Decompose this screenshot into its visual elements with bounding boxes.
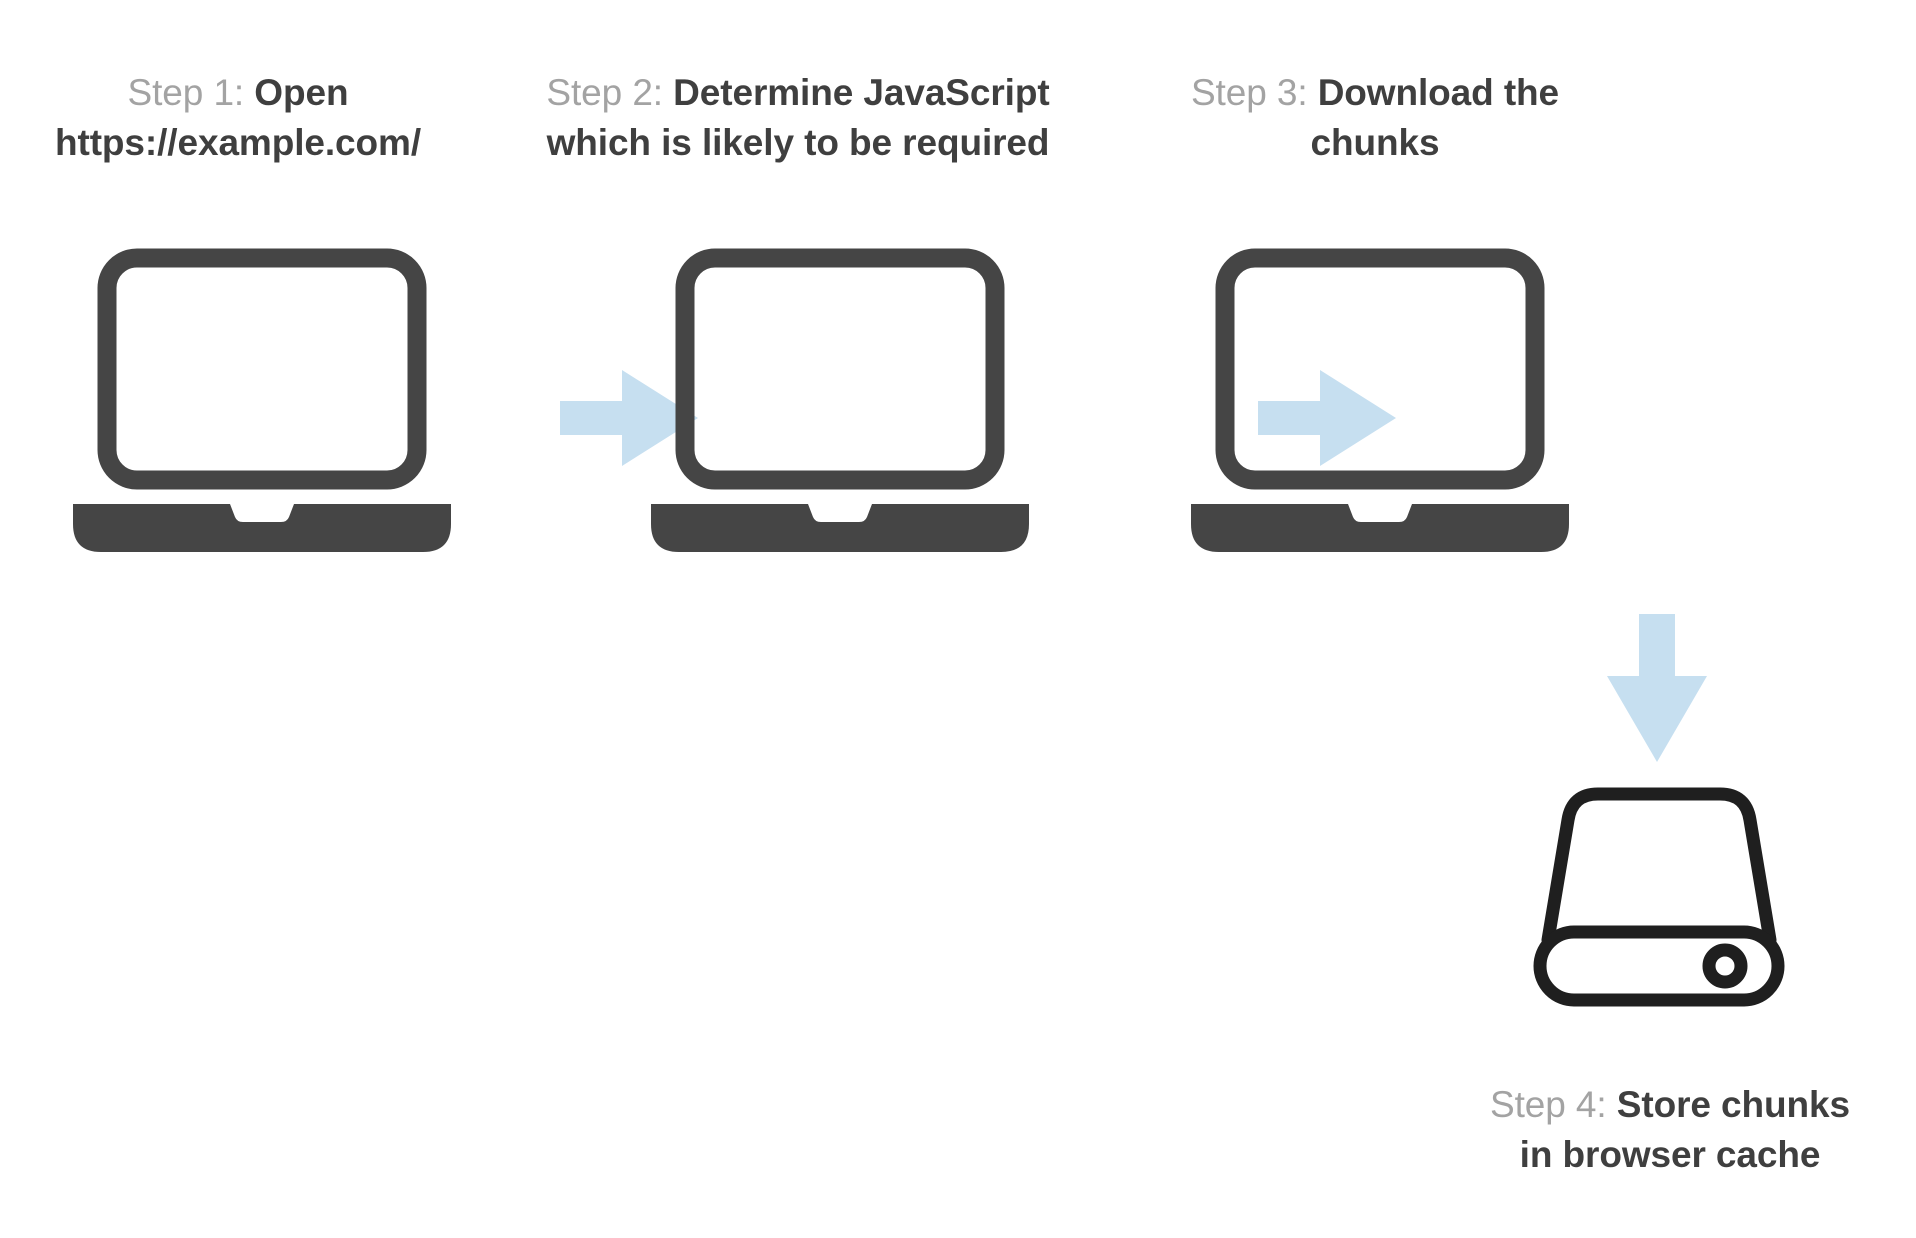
step-3-title-line-1: Download the	[1317, 72, 1560, 113]
step-4-caption: Step 4: Store chunks in browser cache	[1450, 1080, 1890, 1179]
connector-3-4-arrow-down-icon	[1605, 614, 1709, 764]
step-2-title-line-2: which is likely to be required	[546, 121, 1050, 163]
step-3-laptop-icon	[1188, 248, 1608, 572]
step-2-caption: Step 2: Determine JavaScript which is li…	[538, 68, 1058, 167]
step-1-caption: Step 1: Open https://example.com/	[18, 68, 458, 167]
step-1-label: Step 1:	[127, 72, 255, 113]
step-4-title-line-1: Store chunks	[1616, 1084, 1850, 1125]
step-2-label: Step 2:	[546, 72, 674, 113]
step-4-storage-drive-icon	[1533, 780, 1785, 1010]
step-2-title-line-1: Determine JavaScript	[673, 72, 1050, 113]
step-4-label: Step 4:	[1490, 1084, 1617, 1125]
connector-2-3-arrow-right-icon	[1258, 368, 1398, 468]
step-3-label: Step 3:	[1190, 72, 1318, 113]
step-2-laptop-icon	[648, 248, 1068, 572]
step-3-caption: Step 3: Download the chunks	[1140, 68, 1610, 167]
step-3-title-line-2: chunks	[1310, 121, 1440, 163]
step-1-title-line-1: Open	[254, 72, 349, 113]
connector-1-2-arrow-right-icon	[560, 368, 700, 468]
step-1-laptop-icon	[70, 248, 490, 572]
step-1-title-line-2: https://example.com/	[54, 121, 422, 163]
step-4-title-line-2: in browser cache	[1519, 1133, 1821, 1175]
